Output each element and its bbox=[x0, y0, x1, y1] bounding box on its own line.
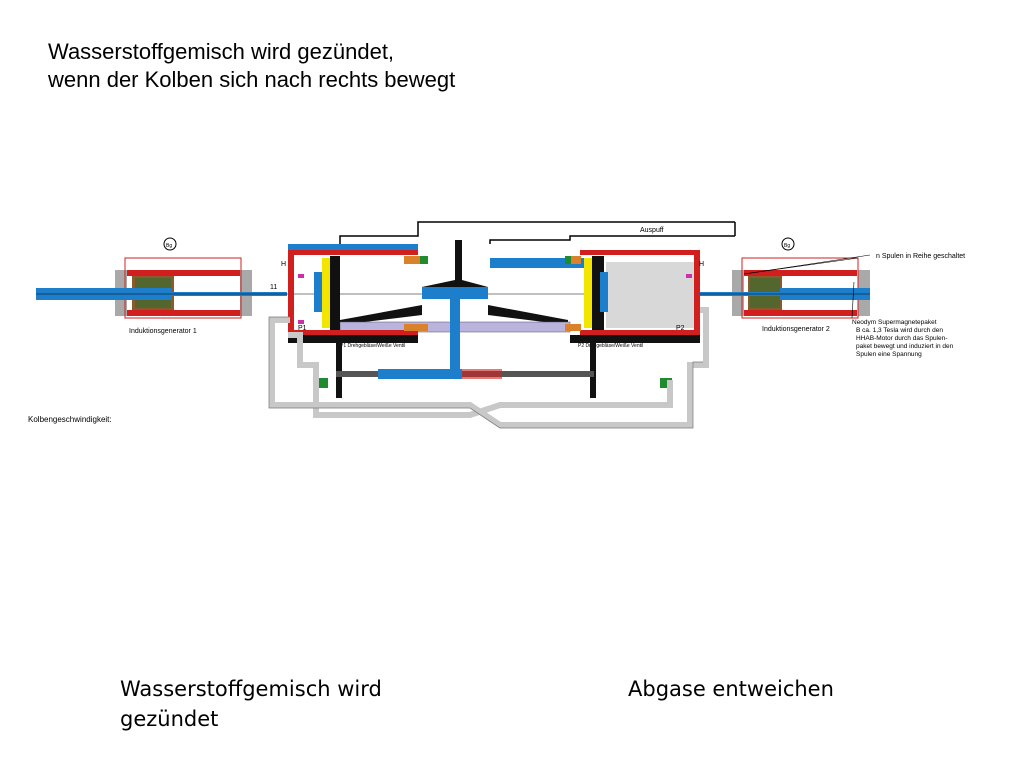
crossover-outline bbox=[268, 316, 703, 429]
label-p1: P1 bbox=[298, 325, 307, 332]
caption-left: Wasserstoffgemisch wird gezündet bbox=[120, 677, 382, 731]
label-p2: P2 bbox=[676, 325, 685, 332]
magnet-note-2: B ca. 1,3 Tesla wird durch den bbox=[856, 327, 943, 334]
piston-rod bbox=[36, 287, 870, 300]
magnet-note-3: HHAB-Motor durch das Spulen- bbox=[856, 335, 947, 342]
crossover-pipes bbox=[269, 307, 709, 428]
slide-title: Wasserstoffgemisch wird gezündet, wenn d… bbox=[48, 38, 455, 94]
induction-generator-1: Bg bbox=[115, 237, 252, 319]
title-line-1: Wasserstoffgemisch wird gezündet, bbox=[48, 39, 395, 64]
generator-2-label: Induktionsgenerator 2 bbox=[762, 326, 830, 333]
caption-right: Abgase entweichen bbox=[628, 677, 834, 701]
spulen-label: n Spulen in Reihe geschaltet bbox=[876, 253, 965, 260]
gauge-left-label: Bg bbox=[166, 243, 172, 249]
exhaust-pipes bbox=[339, 221, 736, 244]
auspuff-label: Auspuff bbox=[640, 227, 664, 234]
left-cylinder bbox=[288, 244, 428, 343]
generator-1-label: Induktionsgenerator 1 bbox=[129, 328, 197, 335]
induction-generator-2: Bg bbox=[732, 237, 871, 319]
label-h-right: H bbox=[699, 261, 704, 268]
title-line-2: wenn der Kolben sich nach rechts bewegt bbox=[48, 67, 456, 92]
right-cylinder bbox=[490, 250, 700, 343]
magnet-note-4: paket bewegt und induziert in den bbox=[856, 343, 954, 350]
label-11: 11 bbox=[270, 284, 277, 291]
speed-label: Kolbengeschwindigkeit: bbox=[28, 415, 112, 424]
valve-assembly bbox=[316, 343, 672, 398]
magnet-note-5: Spulen eine Spannung bbox=[856, 351, 922, 358]
p2-label: P2 Drehgebläse/Weiße Ventil bbox=[578, 343, 643, 349]
magnet-note-1: Neodym Supermagnetepaket bbox=[852, 319, 937, 326]
gauge-right-label: Bg bbox=[784, 243, 790, 249]
label-h-left: H bbox=[281, 261, 286, 268]
p1-label: P1 Drehgebläse/Weiße Ventil bbox=[340, 343, 405, 349]
crankcase bbox=[339, 240, 571, 379]
